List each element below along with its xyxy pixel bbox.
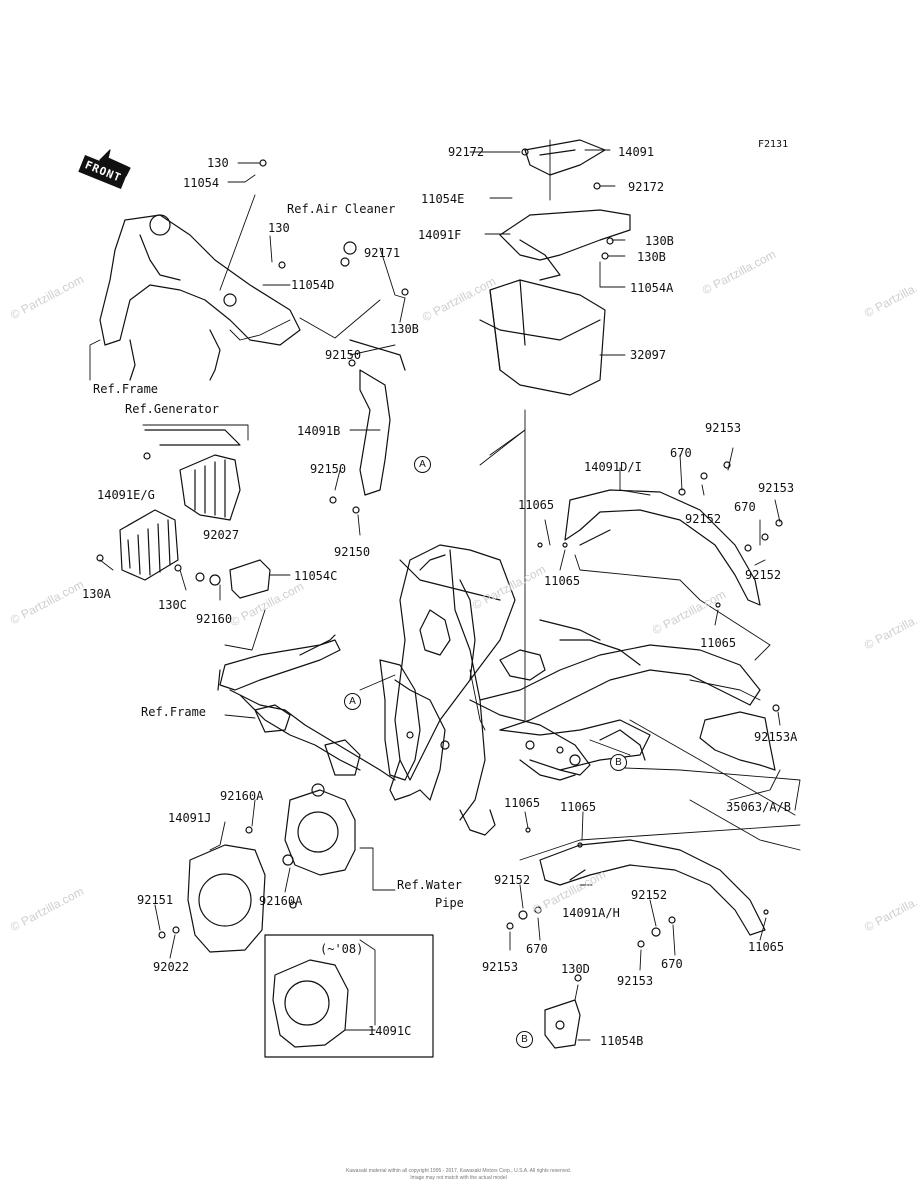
label-92160A-a: 92160A (220, 789, 264, 803)
bracket-11054B-drawing (544, 999, 581, 1049)
label-ref-air-cleaner: Ref.Air Cleaner (287, 202, 396, 216)
label-ref-frame-mid: Ref.Frame (141, 705, 207, 719)
label-14091C: 14091C (368, 1024, 412, 1038)
leader-lines (89, 139, 801, 1041)
label-130D: 130D (561, 962, 590, 976)
label-11054B: 11054B (600, 1034, 644, 1048)
label-670-c: 670 (526, 942, 548, 956)
label-11054E: 11054E (421, 192, 465, 206)
label-92172-b: 92172 (628, 180, 665, 194)
label-35063-A-B: 35063/A/B (726, 800, 792, 814)
copyright-line-1: Kawasaki material within all copyright 1… (345, 1168, 572, 1174)
label-11054: 11054 (183, 176, 220, 190)
label-92172-a: 92172 (448, 145, 485, 159)
label-130-top: 130 (207, 156, 229, 170)
label-92153-b: 92153 (758, 481, 795, 495)
ref-frame-top-drawing (99, 214, 301, 381)
battery-case-drawing (479, 139, 631, 396)
label-11065-e: 11065 (560, 800, 597, 814)
label-ref-water-pipe: Pipe (435, 896, 464, 910)
rear-fender-drawing (539, 489, 766, 936)
label-ref-water: Ref.Water (397, 878, 463, 892)
label-92153-c: 92153 (482, 960, 519, 974)
bracket-35063-drawing (699, 711, 776, 771)
label-130B-b: 130B (645, 234, 674, 248)
label-11065-d: 11065 (504, 796, 541, 810)
label-670-b: 670 (734, 500, 756, 514)
label-11065-f: 11065 (748, 940, 785, 954)
label-670-d: 670 (661, 957, 683, 971)
label-130B-a: 130B (390, 322, 419, 336)
stay-14091B-drawing (349, 339, 406, 496)
label-11054A: 11054A (630, 281, 674, 295)
label-92152-c: 92152 (494, 873, 531, 887)
regulator-drawing (119, 429, 271, 599)
label-92151: 92151 (137, 893, 174, 907)
label-92027: 92027 (203, 528, 240, 542)
label-92152-b: 92152 (745, 568, 782, 582)
label-ref-frame-top: Ref.Frame (93, 382, 159, 396)
label-92160: 92160 (196, 612, 233, 626)
label-92153-d: 92153 (617, 974, 654, 988)
label-11065-b: 11065 (544, 574, 581, 588)
label-92150-c: 92150 (334, 545, 371, 559)
label-92171: 92171 (364, 246, 401, 260)
label-14091F: 14091F (418, 228, 462, 242)
label-130-mid: 130 (268, 221, 290, 235)
label-32097: 32097 (630, 348, 667, 362)
label-670-a: 670 (670, 446, 692, 460)
label-92152-d: 92152 (631, 888, 668, 902)
label-14091B: 14091B (297, 424, 341, 438)
label-14091D-I: 14091D/I (584, 460, 642, 474)
figure-code: F2131 (758, 139, 789, 150)
label-11054D: 11054D (291, 278, 335, 292)
label-ref-generator: Ref.Generator (125, 402, 219, 416)
main-frame-drawing (379, 544, 761, 836)
callout-b-upper: B (610, 754, 627, 771)
label-92152-a: 92152 (685, 512, 722, 526)
label-11065-a: 11065 (518, 498, 555, 512)
callout-b-lower: B (516, 1031, 533, 1048)
label-variant-note: (~'08) (320, 942, 364, 956)
label-92153-a: 92153 (705, 421, 742, 435)
label-130C: 130C (158, 598, 187, 612)
copyright-line-2: Image may not match with the actual mode… (410, 1175, 507, 1181)
label-14091E-G: 14091E/G (97, 488, 155, 502)
label-11065-c: 11065 (700, 636, 737, 650)
callout-a-lower: A (344, 693, 361, 710)
label-14091A-H: 14091A/H (562, 906, 620, 920)
label-11054C: 11054C (294, 569, 338, 583)
copyright-footer: Kawasaki material within all copyright 1… (300, 1168, 617, 1182)
callout-a-upper: A (414, 456, 431, 473)
label-130A: 130A (82, 587, 111, 601)
label-92153A: 92153A (754, 730, 798, 744)
label-14091J: 14091J (168, 811, 212, 825)
label-92022: 92022 (153, 960, 190, 974)
label-92160A-b: 92160A (259, 894, 303, 908)
label-14091: 14091 (618, 145, 655, 159)
engine-cover-drawing (187, 783, 434, 1058)
label-130B-c: 130B (637, 250, 666, 264)
fasteners (96, 148, 783, 982)
label-92150-b: 92150 (310, 462, 347, 476)
lower-frame-drawing (217, 634, 396, 781)
label-92150-a: 92150 (325, 348, 362, 362)
